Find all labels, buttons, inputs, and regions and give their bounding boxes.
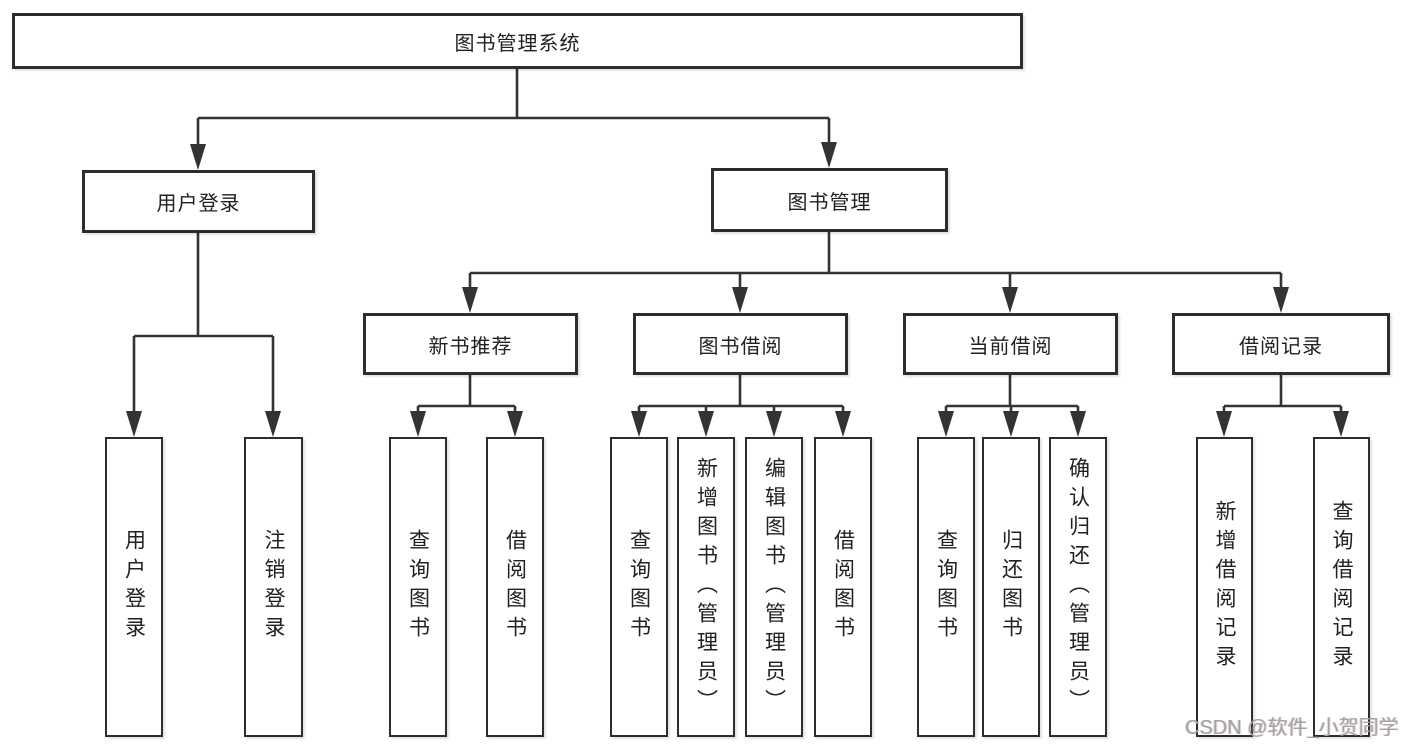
leaf-borrow-books: 借阅图书: [814, 437, 872, 737]
leaf-add-books-admin: 新增图书（管理员）: [677, 437, 735, 737]
node-book-management: 图书管理: [711, 168, 948, 232]
leaf-logout: 注销登录: [244, 437, 303, 737]
leaf-query-books-recommend: 查询图书: [389, 437, 447, 737]
node-user-login: 用户登录: [82, 170, 315, 233]
node-borrow-records: 借阅记录: [1172, 313, 1390, 375]
csdn-watermark: CSDN @软件_小贺同学: [1185, 717, 1399, 739]
leaf-query-borrow-record: 查询借阅记录: [1313, 437, 1370, 737]
node-current-borrow: 当前借阅: [903, 313, 1118, 375]
leaf-return-books: 归还图书: [982, 437, 1040, 737]
node-library-management-system: 图书管理系统: [12, 13, 1023, 69]
node-book-borrow: 图书借阅: [633, 313, 848, 375]
leaf-borrow-books-recommend: 借阅图书: [486, 437, 544, 737]
leaf-add-borrow-record: 新增借阅记录: [1196, 437, 1253, 737]
leaf-user-login: 用户登录: [105, 437, 163, 737]
leaf-query-books-borrow: 查询图书: [610, 437, 668, 737]
leaf-edit-books-admin: 编辑图书（管理员）: [745, 437, 803, 737]
leaf-confirm-return-admin: 确认归还（管理员）: [1049, 437, 1107, 737]
leaf-query-books-current: 查询图书: [917, 437, 975, 737]
node-new-book-recommend: 新书推荐: [363, 313, 578, 375]
